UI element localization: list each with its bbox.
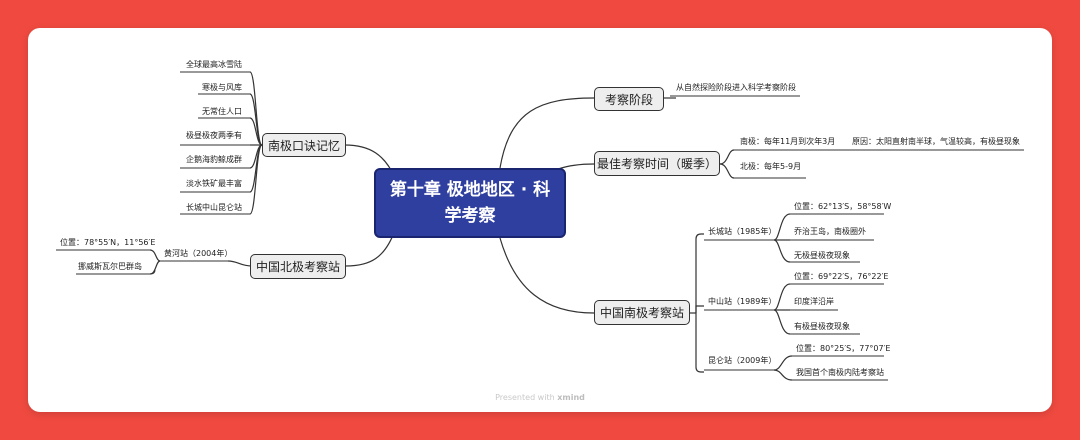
leaf-reason[interactable]: 原因：太阳直射南半球，气温较高，有极昼现象 [852,137,1020,146]
leaf-north-season[interactable]: 北极：每年5-9月 [740,162,802,171]
leaf-huanghe-location[interactable]: 挪威斯瓦尔巴群岛 [78,262,142,271]
station-kunlun[interactable]: 昆仑站（2009年） [708,356,777,365]
footer-credit: Presented with xmind [0,393,1080,402]
mnemonic-item-6[interactable]: 淡水铁矿最丰富 [186,179,242,188]
leaf-kunlun-note[interactable]: 我国首个南极内陆考察站 [796,368,884,377]
leaf-zhongshan-note[interactable]: 有极昼极夜现象 [794,322,850,331]
leaf-changcheng-note[interactable]: 无极昼极夜现象 [794,251,850,260]
mnemonic-item-3[interactable]: 无常住人口 [202,107,242,116]
leaf-kunlun-position[interactable]: 位置：80°25′S，77°07′E [796,344,891,353]
station-huanghe[interactable]: 黄河站（2004年） [164,249,233,258]
topic-antarctic-stations[interactable]: 中国南极考察站 [594,300,690,325]
mnemonic-item-4[interactable]: 极昼极夜两季有 [186,131,242,140]
leaf-zhongshan-location[interactable]: 印度洋沿岸 [794,297,834,306]
leaf-south-season[interactable]: 南极：每年11月到次年3月 [740,137,836,146]
topic-stage[interactable]: 考察阶段 [594,87,664,111]
topic-best-time[interactable]: 最佳考察时间（暖季） [594,151,720,176]
central-topic[interactable]: 第十章 极地地区 · 科学考察 [374,168,566,238]
leaf-changcheng-position[interactable]: 位置：62°13′S，58°58′W [794,202,892,211]
station-zhongshan[interactable]: 中山站（1989年） [708,297,777,306]
mnemonic-item-1[interactable]: 全球最高冰雪陆 [186,60,242,69]
leaf-huanghe-position[interactable]: 位置：78°55′N，11°56′E [60,238,156,247]
mnemonic-item-7[interactable]: 长城中山昆仑站 [186,203,242,212]
xmind-logo: xmind [557,393,585,402]
topic-mnemonic[interactable]: 南极口诀记忆 [262,133,346,157]
topic-arctic-stations[interactable]: 中国北极考察站 [250,254,346,279]
leaf-changcheng-location[interactable]: 乔治王岛，南极圈外 [794,227,866,236]
leaf-zhongshan-position[interactable]: 位置：69°22′S，76°22′E [794,272,889,281]
leaf-stage-desc[interactable]: 从自然探险阶段进入科学考察阶段 [676,83,796,92]
footer-prefix: Presented with [495,393,555,402]
station-changcheng[interactable]: 长城站（1985年） [708,227,777,236]
mnemonic-item-5[interactable]: 企鹅海豹鲸成群 [186,155,242,164]
mnemonic-item-2[interactable]: 寒极与风库 [202,83,242,92]
